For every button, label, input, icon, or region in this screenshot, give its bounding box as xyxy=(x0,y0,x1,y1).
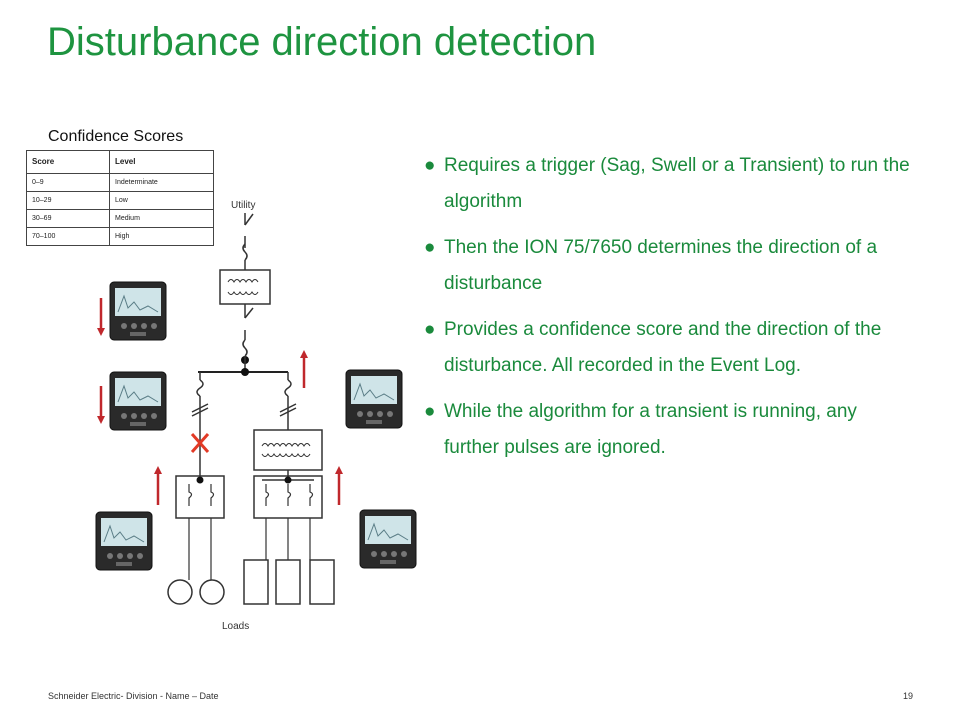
main-transformer xyxy=(219,269,271,372)
confidence-scores-label: Confidence Scores xyxy=(48,128,184,145)
load-box-icon xyxy=(243,559,269,605)
fault-x-icon xyxy=(190,433,210,453)
bullet-text: Requires a trigger (Sag, Swell or a Tran… xyxy=(444,155,910,212)
list-item: ● Requires a trigger (Sag, Swell or a Tra… xyxy=(424,148,914,220)
power-meter-icon xyxy=(359,509,417,569)
table-row: 70–100 High xyxy=(26,227,214,246)
confidence-score-table: Score Level 0–9 Indeterminate 10–29 Low … xyxy=(26,150,214,246)
load-box-icon xyxy=(275,559,301,605)
motor-load-icon xyxy=(199,579,225,605)
power-meter-icon xyxy=(109,281,167,341)
list-item: ● While the algorithm for a transient is … xyxy=(424,394,914,466)
power-meter-icon xyxy=(109,371,167,431)
page-number: 19 xyxy=(903,691,914,701)
power-meter-icon xyxy=(95,511,153,571)
slide-title: Disturbance direction detection xyxy=(47,20,597,64)
utility-label: Utility xyxy=(231,200,255,211)
list-item: ● Provides a confidence score and the dir… xyxy=(424,312,914,384)
bullet-text: While the algorithm for a transient is r… xyxy=(444,401,857,458)
bullet-dot: ● xyxy=(424,237,436,258)
bullet-text: Then the ION 75/7650 determines the dire… xyxy=(444,237,878,294)
bullet-list: ● Requires a trigger (Sag, Swell or a Tra… xyxy=(424,148,914,476)
power-meter-icon xyxy=(345,369,403,429)
main-bus xyxy=(198,368,288,376)
right-feeder xyxy=(243,372,335,605)
loads-label: Loads xyxy=(222,621,249,632)
motor-load-icon xyxy=(167,579,193,605)
bullet-dot: ● xyxy=(424,319,436,340)
bullet-dot: ● xyxy=(424,155,436,176)
table-row: 30–69 Medium xyxy=(26,209,214,228)
utility-source: Utility xyxy=(231,200,255,270)
bullet-dot: ● xyxy=(424,401,436,422)
load-box-icon xyxy=(309,559,335,605)
level-cell: High xyxy=(109,227,214,246)
slide-footer: Schneider Electric- Division - Name – Da… xyxy=(48,691,219,701)
left-feeder xyxy=(167,372,225,605)
bullet-text: Provides a confidence score and the dire… xyxy=(444,319,882,376)
list-item: ● Then the ION 75/7650 determines the dir… xyxy=(424,230,914,302)
